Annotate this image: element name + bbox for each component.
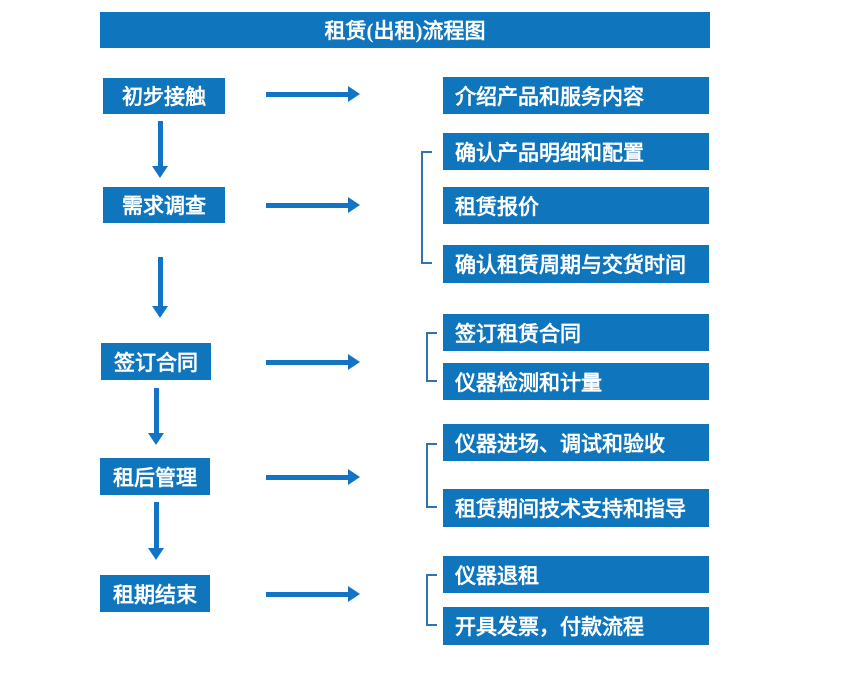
output-box-introduce-products: 介绍产品和服务内容 <box>443 77 709 114</box>
arrow-head <box>152 306 168 318</box>
arrow-head <box>152 166 168 178</box>
step-box-sign-contract: 签订合同 <box>101 343 211 380</box>
arrow-head <box>348 197 360 213</box>
output-box-rental-quote: 租赁报价 <box>443 187 709 224</box>
arrow-head <box>148 548 164 560</box>
arrow-shaft <box>266 359 350 365</box>
arrow-down-icon <box>148 388 164 445</box>
arrow-head <box>348 86 360 102</box>
output-box-sign-rental-contract: 签订租赁合同 <box>443 314 709 351</box>
group-bracket <box>421 151 432 264</box>
arrow-down-icon <box>152 121 168 178</box>
output-box-instrument-setup-acceptance: 仪器进场、调试和验收 <box>443 424 709 461</box>
flowchart-title: 租赁(出租)流程图 <box>100 12 710 48</box>
output-box-instrument-return: 仪器退租 <box>443 556 709 593</box>
arrow-right-icon <box>266 354 360 370</box>
arrow-down-icon <box>152 257 168 318</box>
output-box-instrument-testing: 仪器检测和计量 <box>443 363 709 400</box>
arrow-shaft <box>266 591 350 597</box>
arrow-shaft <box>157 121 163 168</box>
output-box-invoice-payment: 开具发票，付款流程 <box>443 607 709 645</box>
arrow-shaft <box>157 257 163 308</box>
arrow-head <box>348 469 360 485</box>
step-box-demand-survey: 需求调查 <box>103 187 225 223</box>
output-box-confirm-product-details: 确认产品明细和配置 <box>443 133 709 170</box>
arrow-head <box>348 354 360 370</box>
output-box-tech-support: 租赁期间技术支持和指导 <box>443 489 709 527</box>
step-box-initial-contact: 初步接触 <box>103 78 225 114</box>
arrow-right-icon <box>266 586 360 602</box>
arrow-down-icon <box>148 502 164 560</box>
arrow-shaft <box>266 474 350 480</box>
arrow-shaft <box>153 502 159 550</box>
arrow-right-icon <box>266 197 360 213</box>
group-bracket <box>426 443 437 508</box>
step-box-lease-end: 租期结束 <box>100 575 210 612</box>
group-bracket <box>426 574 437 626</box>
group-bracket <box>426 332 437 382</box>
arrow-head <box>148 433 164 445</box>
arrow-right-icon <box>266 86 360 102</box>
arrow-shaft <box>266 202 350 208</box>
arrow-shaft <box>153 388 159 435</box>
arrow-shaft <box>266 91 350 97</box>
output-box-confirm-rental-period: 确认租赁周期与交货时间 <box>443 245 709 283</box>
step-box-post-rental-management: 租后管理 <box>100 458 210 495</box>
arrow-head <box>348 586 360 602</box>
arrow-right-icon <box>266 469 360 485</box>
